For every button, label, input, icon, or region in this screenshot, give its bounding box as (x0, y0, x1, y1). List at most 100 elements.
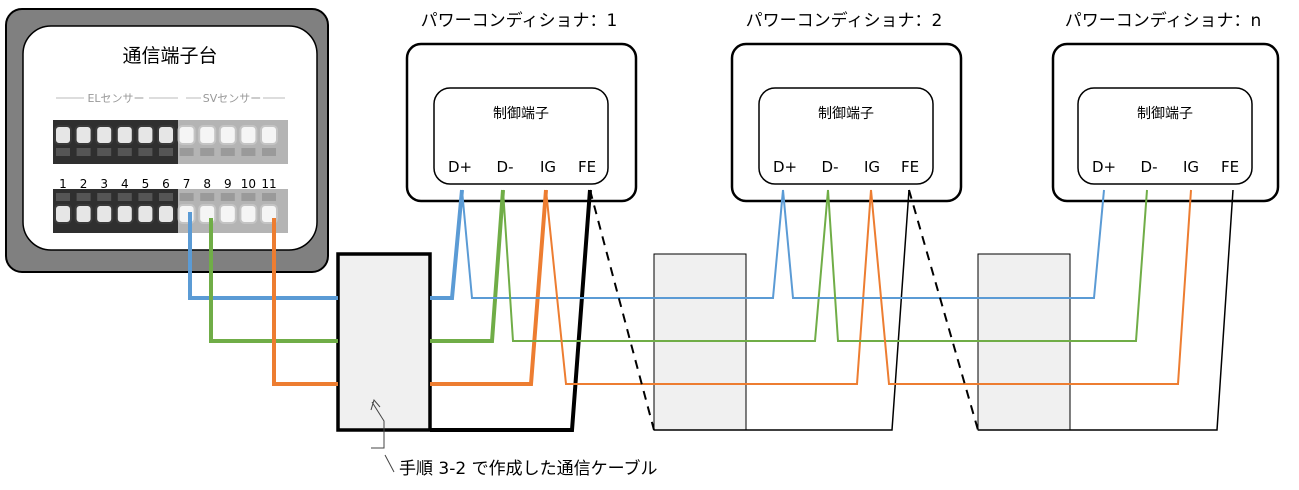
inverter-2-pin-ig: IG (864, 158, 880, 176)
inverter-2-pin-dplus: D+ (773, 158, 797, 176)
terminal-lever-top (200, 148, 215, 156)
wire-fe-dashed-1 (589, 189, 655, 431)
terminal-lever-bottom (117, 193, 132, 201)
inverter-1: パワーコンディショナ：1 制御端子 D+ D- IG FE (405, 10, 638, 203)
el-sensor-label: ELセンサー (87, 92, 144, 105)
callout-text: 手順 3-2 で作成した通信ケーブル (399, 458, 658, 479)
terminal-slot-top (198, 125, 217, 145)
terminal-number: 10 (241, 177, 256, 191)
terminal-lever-bottom (241, 193, 256, 201)
terminal-lever-top (97, 148, 112, 156)
inverter-1-terminal-label: 制御端子 (493, 106, 549, 122)
wire-orange-seg1 (545, 189, 872, 385)
terminal-number: 8 (203, 177, 211, 191)
inverter-1-pin-dplus: D+ (448, 158, 472, 176)
inverter-2: パワーコンディショナ：2 制御端子 D+ D- IG FE (730, 10, 963, 203)
terminal-number: 4 (121, 177, 129, 191)
terminal-slot-top (54, 125, 72, 145)
cable-segment-1-to-2 (461, 189, 910, 431)
inverter-n-pin-fe: FE (1221, 158, 1239, 176)
inverter-1-title: パワーコンディショナ：1 (421, 10, 618, 31)
terminal-block-title: 通信端子台 (122, 45, 217, 67)
callout-arrow-icon (370, 398, 381, 411)
inverter-2-control-terminal (758, 87, 934, 185)
terminal-slot-top (95, 125, 114, 145)
terminal-lever-bottom (76, 193, 91, 201)
terminal-lever-bottom (56, 193, 70, 201)
terminal-lever-top (56, 148, 70, 156)
sv-sensor-label: SVセンサー (203, 92, 262, 105)
terminal-slot-top (218, 125, 237, 145)
inverter-n-pin-dminus: D- (1141, 158, 1158, 176)
terminal-slot-top (115, 125, 134, 145)
terminal-lever-top (138, 148, 153, 156)
wire-black-seg1 (654, 189, 910, 431)
terminal-slot-top (74, 125, 93, 145)
inverter-n-title: パワーコンディショナ：n (1065, 10, 1262, 31)
terminal-number: 3 (100, 177, 108, 191)
terminal-slot-bottom (115, 204, 134, 224)
terminal-slot-top (260, 125, 278, 145)
terminal-lever-bottom (220, 193, 235, 201)
inverter-2-pin-fe: FE (901, 158, 919, 176)
inverter-2-pin-dminus: D- (822, 158, 839, 176)
wire-orange-main (272, 218, 338, 386)
wire-green-main (209, 218, 338, 343)
cable-callout: 手順 3-2 で作成した通信ケーブル (370, 398, 658, 479)
terminal-lever-top (76, 148, 91, 156)
cable-segment-2-to-n (782, 189, 1234, 431)
terminal-slot-bottom (74, 204, 93, 224)
inverter-n: パワーコンディショナ：n 制御端子 D+ D- IG FE (1051, 10, 1280, 203)
inverter-n-control-terminal (1077, 87, 1253, 185)
terminal-slot-top (136, 125, 155, 145)
wire-blue-to-dplus (430, 189, 464, 300)
terminal-slot-bottom (136, 204, 155, 224)
terminal-lever-top (179, 148, 194, 156)
terminal-slot-bottom (239, 204, 258, 224)
terminal-slot-bottom (157, 204, 175, 224)
terminal-number: 1 (59, 177, 67, 191)
main-communication-cable (188, 189, 592, 432)
wire-blue-seg2 (782, 189, 1105, 299)
terminal-lever-bottom (262, 193, 276, 201)
inverter-1-pin-dminus: D- (497, 158, 514, 176)
wire-fe-dashed-2 (908, 189, 979, 431)
terminal-number: 5 (142, 177, 150, 191)
wire-orange-to-ig (430, 189, 548, 386)
wire-blue-seg1 (461, 189, 784, 299)
inverter-1-pin-fe: FE (578, 158, 596, 176)
terminal-lever-bottom (159, 193, 173, 201)
terminal-number: 11 (261, 177, 276, 191)
callout-leader-line (371, 401, 385, 449)
inverter-2-title: パワーコンディショナ：2 (746, 10, 943, 31)
terminal-slot-bottom (177, 204, 196, 224)
terminal-lever-bottom (200, 193, 215, 201)
inverter-1-control-terminal (433, 87, 609, 185)
terminal-lever-top (220, 148, 235, 156)
terminal-lever-top (117, 148, 132, 156)
wire-black-fe (430, 189, 592, 432)
inverter-n-pin-dplus: D+ (1092, 158, 1116, 176)
terminal-slot-top (157, 125, 175, 145)
inverter-n-pin-ig: IG (1183, 158, 1199, 176)
el-terminal-top-strip (53, 120, 178, 164)
wire-black-seg2 (978, 189, 1234, 431)
terminal-slot-top (177, 125, 196, 145)
terminal-lever-top (241, 148, 256, 156)
terminal-slot-top (239, 125, 258, 145)
inverter-2-terminal-label: 制御端子 (818, 106, 874, 122)
terminal-number: 9 (224, 177, 232, 191)
wire-orange-seg2 (870, 189, 1192, 385)
inverter-1-pin-ig: IG (540, 158, 556, 176)
sensor-group-headers: ELセンサー SVセンサー (56, 92, 285, 105)
terminal-number: 6 (162, 177, 170, 191)
terminal-number: 2 (80, 177, 88, 191)
terminal-lever-bottom (138, 193, 153, 201)
wire-green-to-dminus (430, 189, 505, 343)
wire-green-seg1 (502, 189, 829, 342)
terminal-slot-bottom (95, 204, 114, 224)
terminal-lever-bottom (179, 193, 194, 201)
